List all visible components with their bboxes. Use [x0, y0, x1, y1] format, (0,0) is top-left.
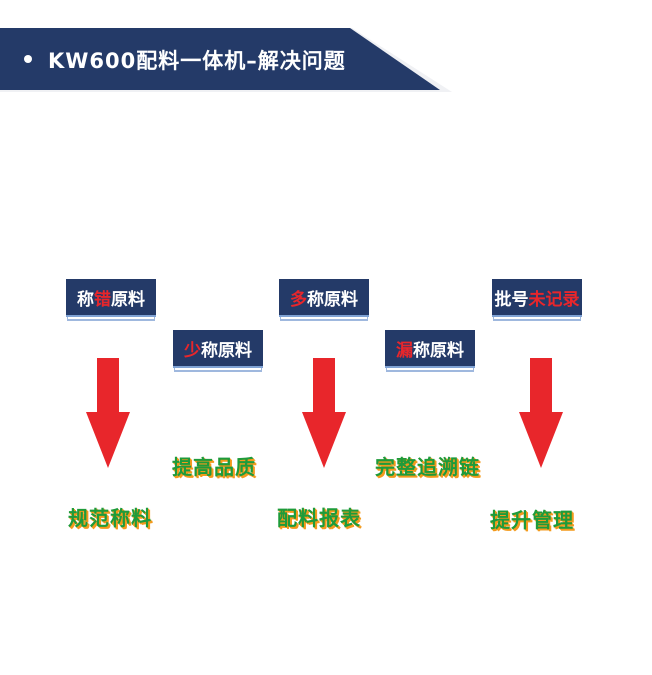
result-improve-management: 提升管理: [490, 508, 574, 532]
problem-box-wrong: 称错原料: [66, 279, 156, 317]
header-banner: KW600配料一体机–解决问题: [0, 28, 470, 94]
result-batching-report: 配料报表: [277, 506, 361, 530]
problem-box-unrecorded: 批号未记录: [492, 279, 582, 317]
problem-box-missed: 漏称原料: [385, 330, 475, 368]
problem-post: 原料: [111, 289, 145, 310]
problem-post: 称原料: [307, 289, 358, 310]
down-arrow-icon: [519, 358, 563, 468]
problem-highlight: 漏: [396, 340, 413, 361]
down-arrow-icon: [86, 358, 130, 468]
problem-box-more: 多称原料: [279, 279, 369, 317]
result-standard-weighing: 规范称料: [68, 506, 152, 530]
bullet-icon: [24, 55, 32, 63]
benefit-quality: 提高品质: [172, 455, 256, 479]
problem-highlight: 少: [184, 340, 201, 361]
problem-post: 称原料: [413, 340, 464, 361]
problem-post: 称原料: [201, 340, 252, 361]
problem-highlight: 多: [290, 289, 307, 310]
problem-highlight: 未记录: [528, 289, 580, 310]
problem-highlight: 错: [94, 289, 111, 310]
down-arrow-icon: [302, 358, 346, 468]
problem-pre: 称: [77, 289, 94, 310]
benefit-traceability: 完整追溯链: [375, 455, 480, 479]
problem-box-less: 少称原料: [173, 330, 263, 368]
banner-shape: [0, 28, 452, 92]
problem-pre: 批号: [494, 289, 529, 310]
page-title: KW600配料一体机–解决问题: [48, 49, 346, 73]
